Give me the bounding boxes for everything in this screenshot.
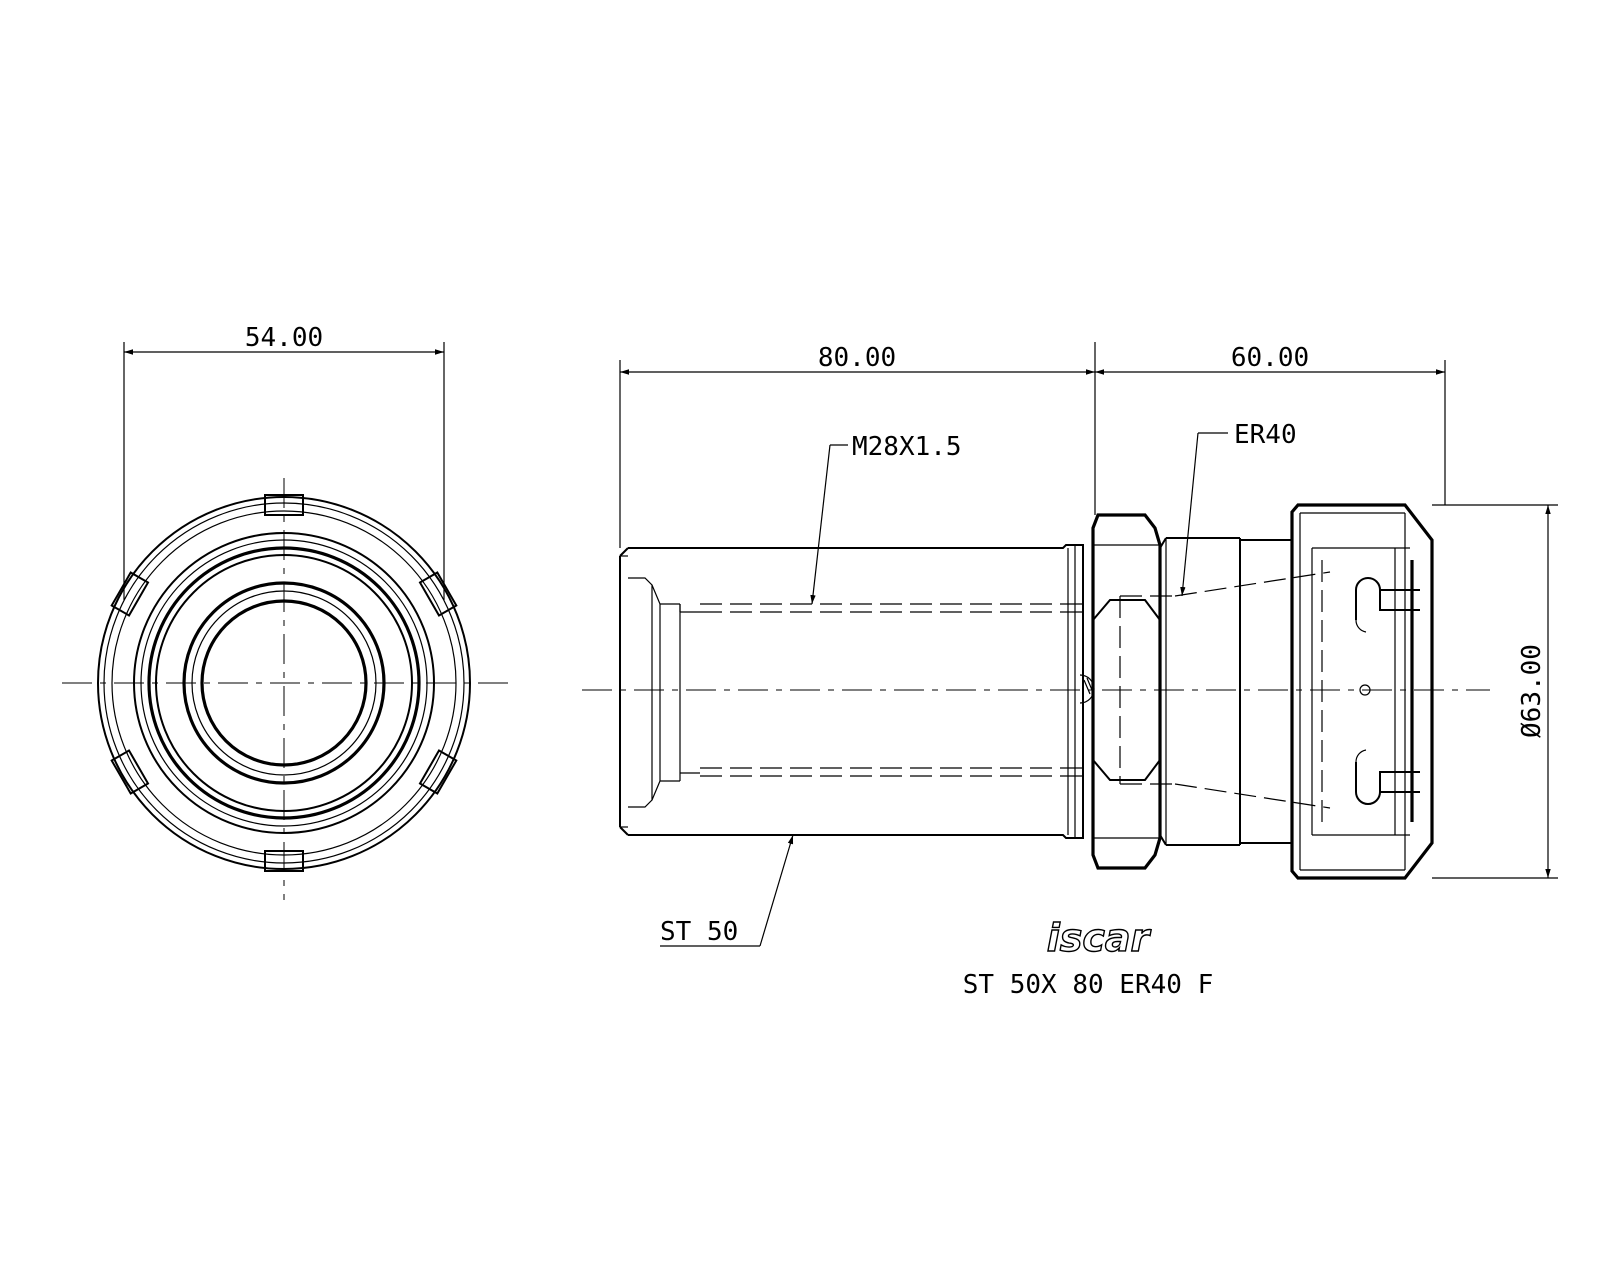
side-view: 80.00 60.00 Ø63.00 M28X1.5 ER40 ST 50 is… xyxy=(582,342,1558,1000)
wrench-slots xyxy=(110,494,458,872)
iscar-logo: iscar xyxy=(1047,916,1152,960)
shank-callout-label: ST 50 xyxy=(660,917,738,947)
hex-flange xyxy=(1079,513,1162,870)
dimension-80-label: 80.00 xyxy=(818,343,896,373)
collet-callout-label: ER40 xyxy=(1234,420,1297,450)
dimension-diameter: Ø63.00 xyxy=(1432,504,1558,879)
part-number: ST 50X 80 ER40 F xyxy=(963,970,1213,1000)
front-view: 54.00 xyxy=(62,323,508,900)
callouts: M28X1.5 ER40 ST 50 xyxy=(660,420,1297,947)
title-block: iscar ST 50X 80 ER40 F xyxy=(963,915,1213,1000)
neck xyxy=(1159,537,1292,846)
dimension-54-label: 54.00 xyxy=(245,323,323,353)
thread-hidden-lines xyxy=(700,571,1331,809)
dimension-diameter-label: Ø63.00 xyxy=(1517,644,1547,738)
dimension-front-width: 54.00 xyxy=(123,323,445,600)
clamping-nut xyxy=(1290,503,1434,880)
shank-body xyxy=(619,544,1084,839)
thread-callout-label: M28X1.5 xyxy=(852,432,962,462)
dimension-60-label: 60.00 xyxy=(1231,343,1309,373)
dimension-lengths: 80.00 60.00 xyxy=(619,342,1446,548)
